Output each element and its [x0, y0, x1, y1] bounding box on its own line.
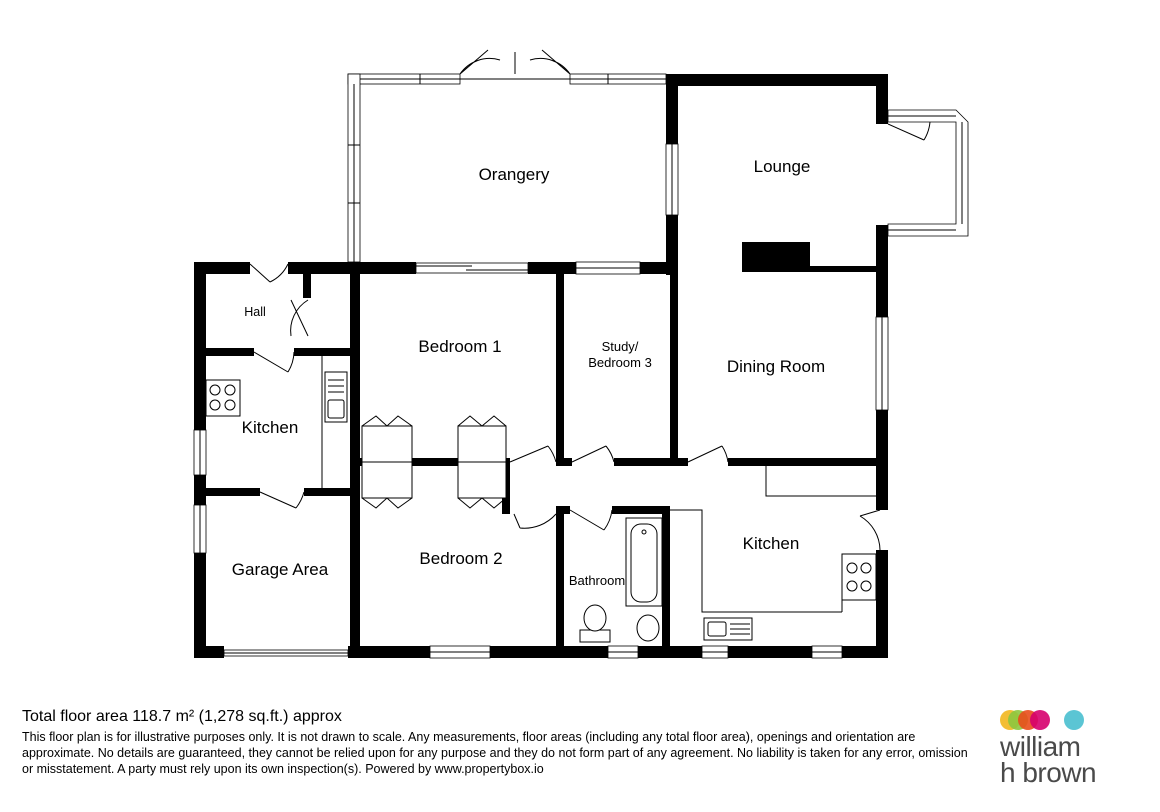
doors — [249, 263, 881, 551]
room-label-kitchen-right: Kitchen — [743, 534, 800, 553]
wardrobes — [361, 415, 507, 509]
room-label-kitchen-left: Kitchen — [242, 418, 299, 437]
room-labels: Orangery Lounge Hall Bedroom 1 Study/ Be… — [232, 157, 825, 588]
bathroom-fixtures — [579, 517, 663, 643]
interior-walls — [194, 262, 888, 658]
william-h-brown-logo: william h brown — [1000, 708, 1130, 798]
room-label-bedroom-2: Bedroom 2 — [419, 549, 502, 568]
orangery-walls — [347, 73, 667, 263]
logo-text-line2: h brown — [1000, 757, 1097, 788]
logo-text-line1: william — [1000, 731, 1081, 762]
right-kitchen-fixtures — [670, 466, 877, 641]
room-label-dining-room: Dining Room — [727, 357, 825, 376]
logo-dot-5 — [1064, 710, 1084, 730]
room-label-study-line2: Bedroom 3 — [588, 355, 652, 370]
footer: Total floor area 118.7 m² (1,278 sq.ft.)… — [22, 707, 982, 777]
total-floor-area: Total floor area 118.7 m² (1,278 sq.ft.)… — [22, 708, 342, 725]
room-label-hall: Hall — [244, 305, 266, 319]
logo-dots — [1000, 708, 1130, 734]
room-label-study-line1: Study/ — [602, 339, 639, 354]
windows — [193, 143, 889, 659]
lounge-bay-window — [887, 109, 969, 237]
room-label-garage-area: Garage Area — [232, 560, 329, 579]
left-kitchen-fixtures — [205, 356, 348, 488]
room-label-orangery: Orangery — [479, 165, 550, 184]
room-label-bedroom-1: Bedroom 1 — [418, 337, 501, 356]
room-label-lounge: Lounge — [754, 157, 811, 176]
room-label-bathroom: Bathroom — [569, 573, 625, 588]
logo-dot-4 — [1030, 710, 1050, 730]
floor-plan: Orangery Lounge Hall Bedroom 1 Study/ Be… — [193, 49, 969, 659]
orangery-french-doors — [459, 49, 571, 80]
disclaimer-text: This floor plan is for illustrative purp… — [22, 730, 968, 776]
